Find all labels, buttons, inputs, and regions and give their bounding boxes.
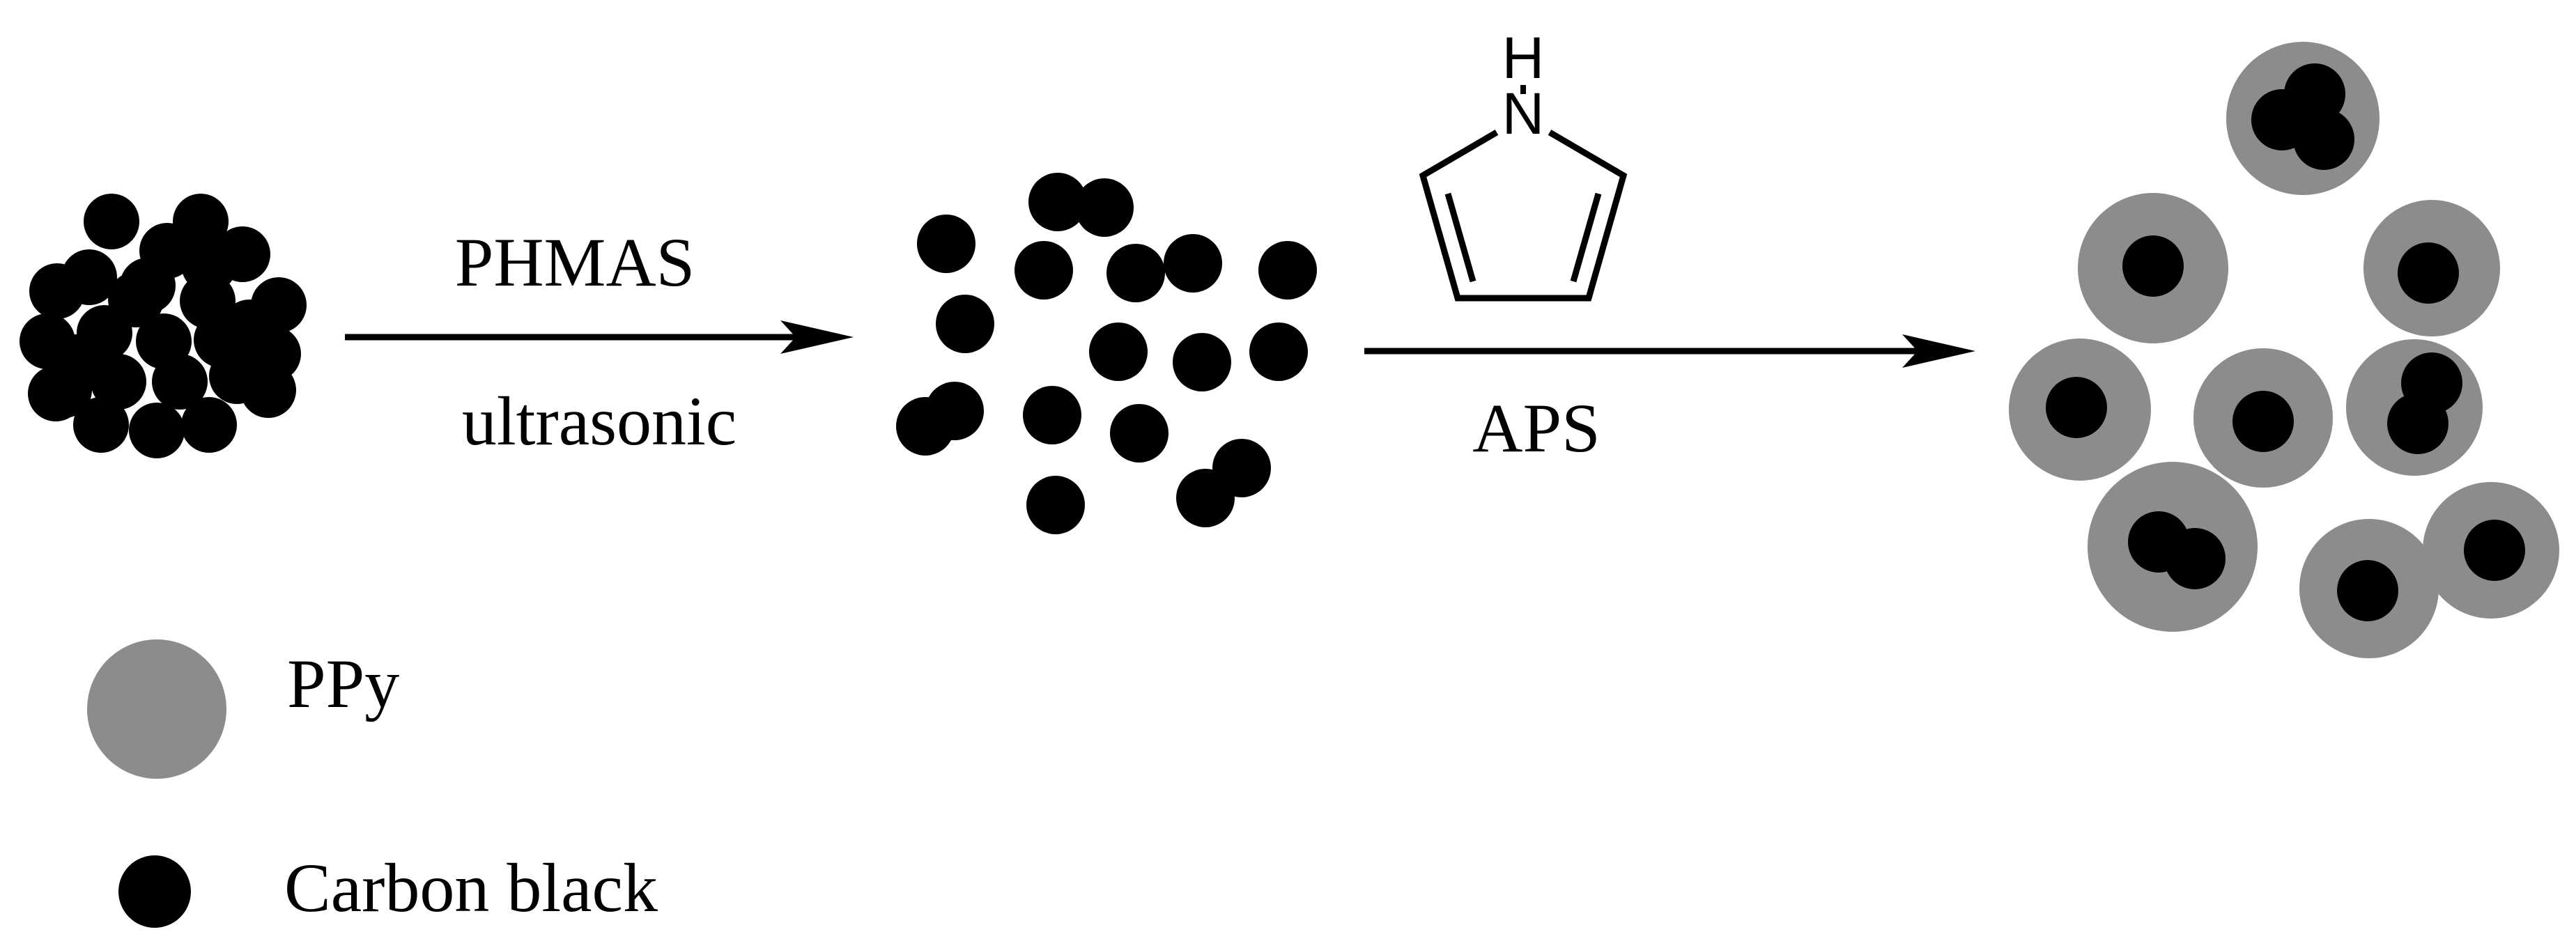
carbon-black-particle <box>120 258 176 313</box>
carbon-black-particle <box>917 215 975 273</box>
carbon-black-particle <box>129 403 185 458</box>
carbon-black-particle <box>1249 323 1308 381</box>
carbon-black-core <box>2122 235 2184 297</box>
carbon-black-particle <box>936 295 994 353</box>
reaction-arrow-1 <box>345 320 854 354</box>
carbon-black-particle <box>1023 386 1081 444</box>
legend-carbon-swatch <box>118 855 191 928</box>
carbon-black-particle <box>152 354 208 410</box>
carbon-black-particle <box>84 194 139 249</box>
carbon-black-core <box>2164 528 2226 589</box>
carbon-black-particle <box>1258 241 1317 300</box>
carbon-black-particle <box>29 263 85 319</box>
carbon-black-particle <box>1106 244 1165 302</box>
carbon-black-particle <box>1026 476 1085 534</box>
carbon-black-particle <box>1110 404 1169 463</box>
carbon-black-particle <box>1164 234 1222 293</box>
carbon-black-particle <box>181 397 237 453</box>
carbon-black-agglomerate <box>20 194 307 458</box>
legend-ppy-swatch <box>87 639 226 779</box>
carbon-black-core <box>2046 377 2107 438</box>
carbon-black-particle <box>181 237 237 293</box>
carbon-black-particle <box>1015 241 1073 300</box>
reaction-arrow-2 <box>1364 334 1975 368</box>
ppy-coated-carbon-black <box>2009 42 2559 658</box>
legend-ppy-label: PPy <box>287 645 399 722</box>
carbon-black-particle <box>1176 469 1235 527</box>
carbon-black-particle <box>896 397 955 456</box>
dispersed-carbon-black <box>896 173 1317 534</box>
carbon-black-core <box>2293 109 2354 170</box>
legend-carbon-label: Carbon black <box>284 849 658 926</box>
carbon-black-particle <box>73 397 129 453</box>
reagent-label-aps: APS <box>1472 389 1600 467</box>
reagent-label-phmas: PHMAS <box>455 224 695 301</box>
carbon-black-particle <box>1028 173 1087 231</box>
condition-label-ultrasonic: ultrasonic <box>462 382 736 460</box>
pyrrole-molecule: H N <box>1419 25 1628 302</box>
carbon-black-core <box>2464 520 2525 581</box>
carbon-black-particle <box>240 362 296 418</box>
pyrrole-hydrogen-atom: H <box>1502 25 1545 91</box>
carbon-black-core <box>2387 393 2448 454</box>
carbon-black-core <box>2398 242 2459 304</box>
carbon-black-particle <box>49 334 105 390</box>
carbon-black-particle <box>222 300 277 355</box>
carbon-black-particle <box>91 354 146 410</box>
carbon-black-particle <box>1075 178 1134 237</box>
legend: PPy Carbon black <box>87 639 658 928</box>
carbon-black-particle <box>1173 333 1231 391</box>
carbon-black-particle <box>1089 323 1148 381</box>
carbon-black-core <box>2337 560 2398 621</box>
pyrrole-nitrogen-atom: N <box>1502 81 1545 146</box>
carbon-black-core <box>2232 391 2294 452</box>
